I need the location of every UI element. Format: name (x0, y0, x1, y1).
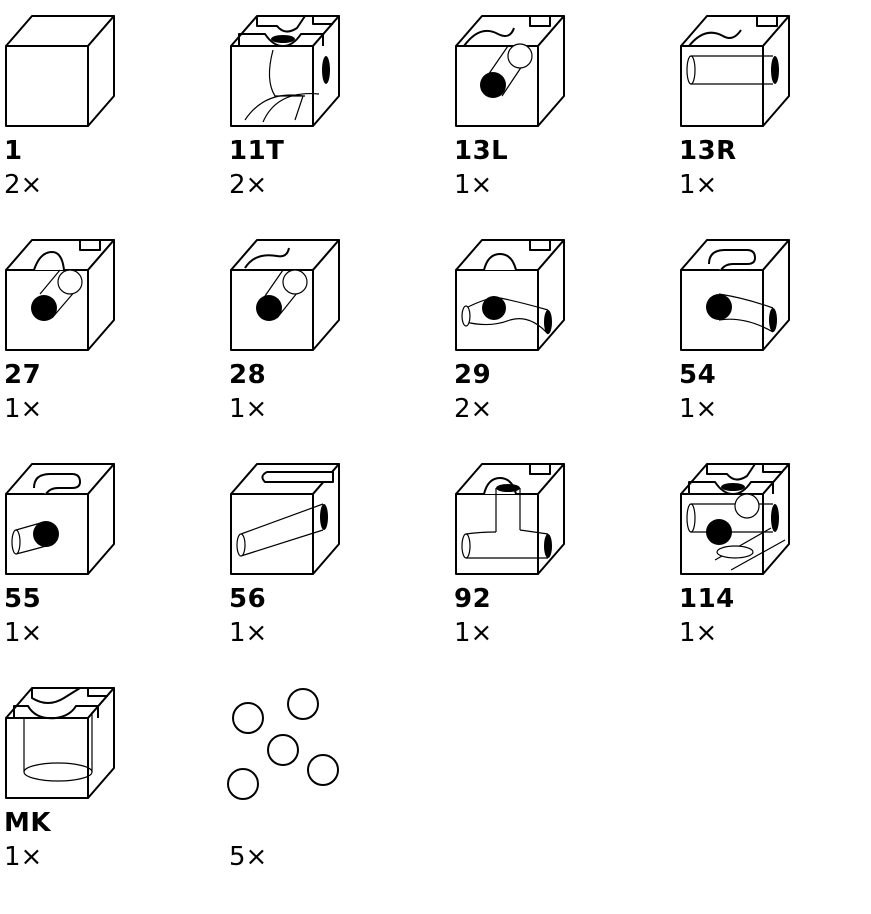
part-quantity: 1× (679, 618, 718, 648)
part-54: 54 1× (675, 224, 871, 444)
part-13l: 13L 1× (450, 0, 650, 220)
cube-curve-left-icon (5, 463, 115, 575)
cube-double-cross-icon (680, 463, 790, 575)
cube-diag-right-icon (5, 239, 115, 351)
cube-t-junction-icon (455, 463, 565, 575)
part-id: 13R (679, 136, 737, 166)
cube-cup-icon (5, 687, 115, 799)
part-55: 55 1× (0, 448, 200, 668)
part-id: 29 (454, 360, 492, 390)
part-id: 11T (229, 136, 285, 166)
part-quantity: 5× (229, 842, 268, 872)
cube-curve-right-icon (680, 239, 790, 351)
part-balls: 5× (225, 672, 425, 892)
cube-diag-left-2-icon (230, 239, 340, 351)
part-id: 27 (4, 360, 42, 390)
part-quantity: 1× (4, 618, 43, 648)
part-id: 1 (4, 136, 23, 166)
part-quantity: 1× (454, 170, 493, 200)
part-114: 114 1× (675, 448, 871, 668)
part-quantity: 2× (229, 170, 268, 200)
part-id: 114 (679, 584, 735, 614)
cube-straight-right-icon (680, 15, 790, 127)
part-id: 56 (229, 584, 267, 614)
part-id: 28 (229, 360, 267, 390)
part-quantity: 1× (679, 170, 718, 200)
cube-plain-icon (5, 15, 115, 127)
part-id: 92 (454, 584, 492, 614)
part-29: 29 2× (450, 224, 650, 444)
part-id: 54 (679, 360, 717, 390)
part-quantity: 1× (4, 842, 43, 872)
part-quantity: 1× (4, 394, 43, 424)
part-quantity: 1× (454, 618, 493, 648)
part-id: 13L (454, 136, 509, 166)
cube-diag-left-icon (455, 15, 565, 127)
part-id: MK (4, 808, 52, 838)
part-92: 92 1× (450, 448, 650, 668)
part-13r: 13R 1× (675, 0, 871, 220)
cube-double-tunnel-icon (230, 15, 340, 127)
part-28: 28 1× (225, 224, 425, 444)
part-quantity: 1× (229, 618, 268, 648)
part-11t: 11T 2× (225, 0, 425, 220)
part-mk: MK 1× (0, 672, 200, 892)
part-quantity: 1× (229, 394, 268, 424)
part-id: 55 (4, 584, 42, 614)
marbles-icon (227, 688, 339, 800)
part-quantity: 1× (679, 394, 718, 424)
part-quantity: 2× (454, 394, 493, 424)
part-quantity: 2× (4, 170, 43, 200)
part-1: 1 2× (0, 0, 200, 220)
part-27: 27 1× (0, 224, 200, 444)
cube-straight-through-icon (455, 239, 565, 351)
cube-long-groove-icon (230, 463, 340, 575)
part-56: 56 1× (225, 448, 425, 668)
